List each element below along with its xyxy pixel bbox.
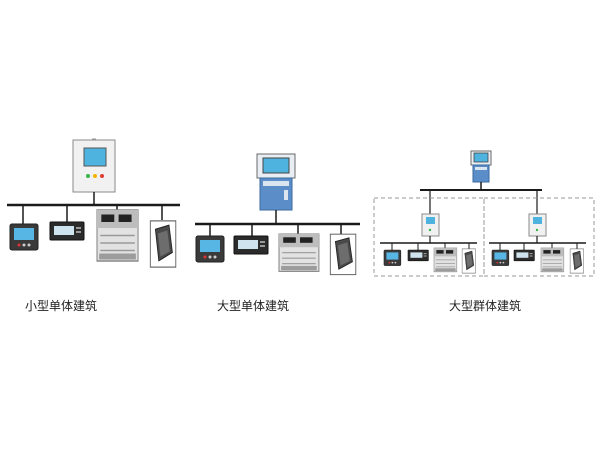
multi-channel-monitor-icon — [433, 247, 458, 273]
touchscreen-meter-icon — [491, 249, 510, 266]
current-transformer-icon — [569, 248, 584, 274]
large-single-building-topology — [195, 153, 360, 276]
touchscreen-meter-icon — [9, 223, 39, 251]
multi-channel-monitor-icon — [278, 233, 320, 272]
sub-building-frame-right — [483, 197, 595, 277]
caption-small-single-building: 小型单体建筑 — [25, 299, 98, 313]
current-transformer-icon — [149, 220, 177, 268]
workstation-console-icon — [470, 150, 492, 183]
current-transformer-icon — [329, 233, 357, 276]
lcd-meter-icon — [233, 235, 269, 255]
small-building-topology — [7, 138, 180, 268]
caption-large-group-building: 大型群体建筑 — [449, 299, 522, 313]
touchscreen-meter-icon — [195, 235, 225, 263]
wall-cabinet-icon — [421, 213, 440, 237]
lcd-meter-icon — [513, 249, 535, 262]
workstation-console-icon — [256, 153, 296, 211]
lcd-meter-icon — [49, 221, 85, 241]
wall-cabinet-icon — [528, 213, 547, 237]
large-group-topology — [373, 150, 595, 277]
caption-large-single-building: 大型单体建筑 — [217, 299, 290, 313]
lcd-meter-icon — [407, 249, 429, 262]
multi-channel-monitor-icon — [96, 209, 139, 262]
touchscreen-meter-icon — [383, 249, 402, 266]
current-transformer-icon — [461, 248, 476, 274]
wall-cabinet-icon — [72, 138, 116, 193]
multi-channel-monitor-icon — [540, 247, 565, 273]
